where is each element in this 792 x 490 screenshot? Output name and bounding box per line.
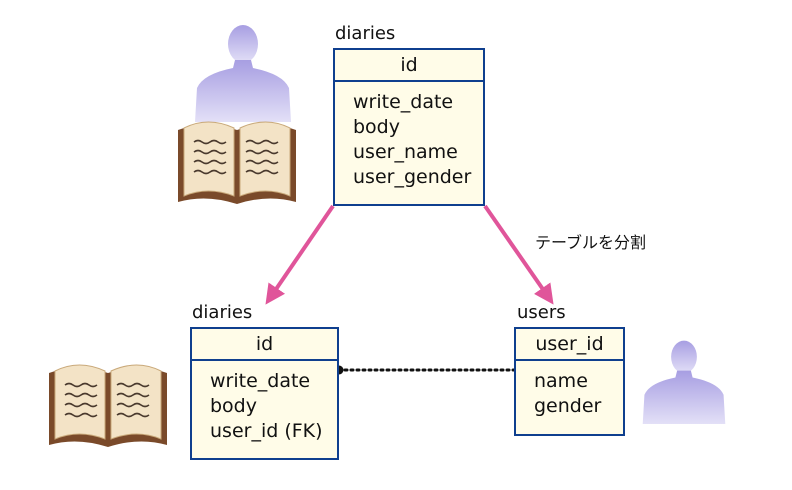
users-table-name: users: [517, 302, 566, 323]
column: gender: [534, 395, 602, 417]
original-table: id write_date body user_name user_gender: [333, 48, 485, 206]
split-caption: テーブルを分割: [535, 233, 647, 252]
person-icon: [642, 340, 726, 424]
book-icon: [49, 364, 167, 447]
original-table-name: diaries: [335, 23, 396, 44]
diaries-table-name: diaries: [192, 302, 253, 323]
diaries-primary-key: id: [192, 329, 337, 361]
book-icon: [178, 121, 296, 204]
split-arrow-left: [265, 204, 335, 305]
users-table: user_id name gender: [514, 327, 625, 436]
column: write_date: [353, 91, 454, 113]
users-columns: name gender: [516, 361, 623, 419]
column: user_id (FK): [210, 420, 323, 442]
column: write_date: [210, 370, 311, 392]
users-primary-key: user_id: [516, 329, 623, 361]
column: user_gender: [353, 166, 472, 188]
original-columns: write_date body user_name user_gender: [335, 82, 483, 190]
original-primary-key: id: [335, 50, 483, 82]
column: body: [353, 116, 400, 138]
column: body: [210, 395, 257, 417]
split-arrow-right: [483, 204, 554, 305]
column: name: [534, 370, 588, 392]
diaries-columns: write_date body user_id (FK): [192, 361, 337, 444]
column: user_name: [353, 141, 458, 163]
diaries-table: id write_date body user_id (FK): [190, 327, 339, 460]
person-icon: [195, 25, 291, 122]
